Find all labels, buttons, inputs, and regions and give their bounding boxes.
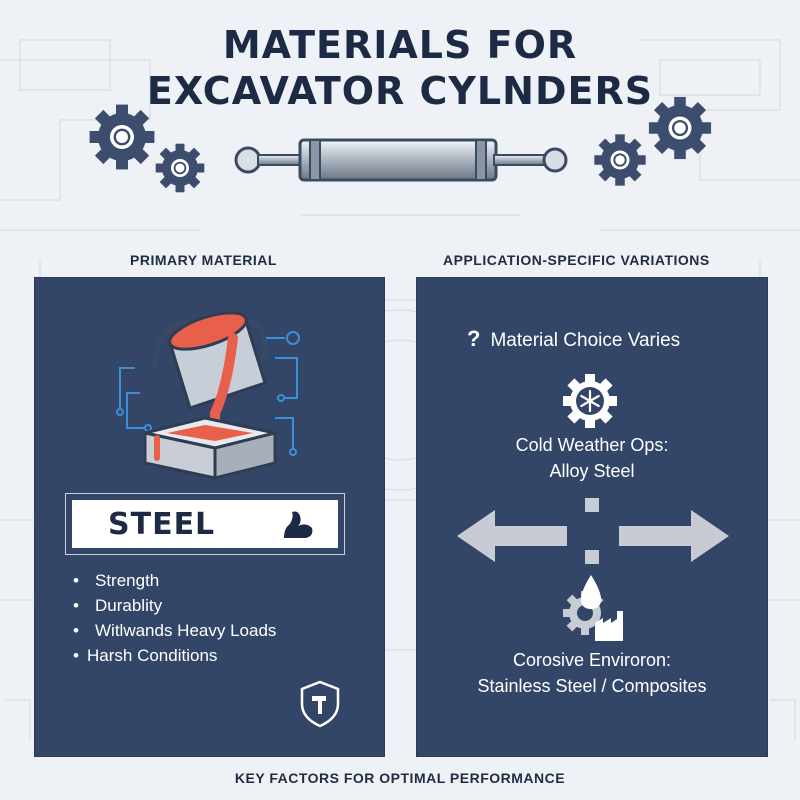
material-choice-heading: ?Material Choice Varies	[467, 326, 681, 351]
mold-icon	[143, 416, 277, 480]
variations-label: APPLICATION-SPECIFIC VARIATIONS	[443, 252, 710, 268]
crucible-icon	[153, 311, 267, 410]
gear-icon	[593, 133, 647, 187]
steel-material-box: STEEL	[65, 493, 345, 555]
list-item: •Strength	[73, 571, 160, 590]
double-arrow-icon	[457, 498, 729, 564]
list-item: •Durablity	[73, 596, 163, 615]
primary-material-label: PRIMARY MATERIAL	[130, 252, 277, 268]
cold-weather-label: Cold Weather Ops:	[515, 435, 669, 455]
drop-gear-icon	[563, 575, 623, 641]
snowflake-gear-icon	[563, 374, 617, 428]
hero-illustration	[88, 95, 713, 194]
muscle-icon	[284, 511, 313, 538]
factory-icon	[595, 611, 623, 641]
cold-weather-material: Alloy Steel	[549, 461, 635, 481]
shield-hammer-icon	[300, 680, 340, 728]
corrosive-environment-material: Stainless Steel / Composites	[477, 676, 707, 696]
hydraulic-cylinder-icon	[234, 138, 568, 182]
steel-properties-list: •Strength •Durablity •Witlwands Heavy Lo…	[73, 568, 276, 668]
list-item: •Harsh Conditions	[73, 646, 218, 665]
list-item: •Witlwands Heavy Loads	[73, 621, 277, 640]
question-icon: ?	[467, 326, 481, 351]
gear-icon	[88, 103, 156, 171]
corrosive-environment-label: Corosive Enviroron:	[512, 650, 672, 670]
primary-material-panel: STEEL •Strength •Durablity •Witlwands He…	[34, 277, 385, 757]
gear-icon	[154, 142, 206, 194]
variations-panel: ?Material Choice Varies Cold Weather Ops…	[416, 277, 768, 757]
footer-caption: KEY FACTORS FOR OPTIMAL PERFORMANCE	[234, 770, 566, 786]
material-name: STEEL	[108, 506, 216, 542]
crucible-pour-illustration	[116, 311, 300, 480]
page-title: MATERIALS FOR EXCAVATOR CYLNDERS	[146, 23, 654, 113]
